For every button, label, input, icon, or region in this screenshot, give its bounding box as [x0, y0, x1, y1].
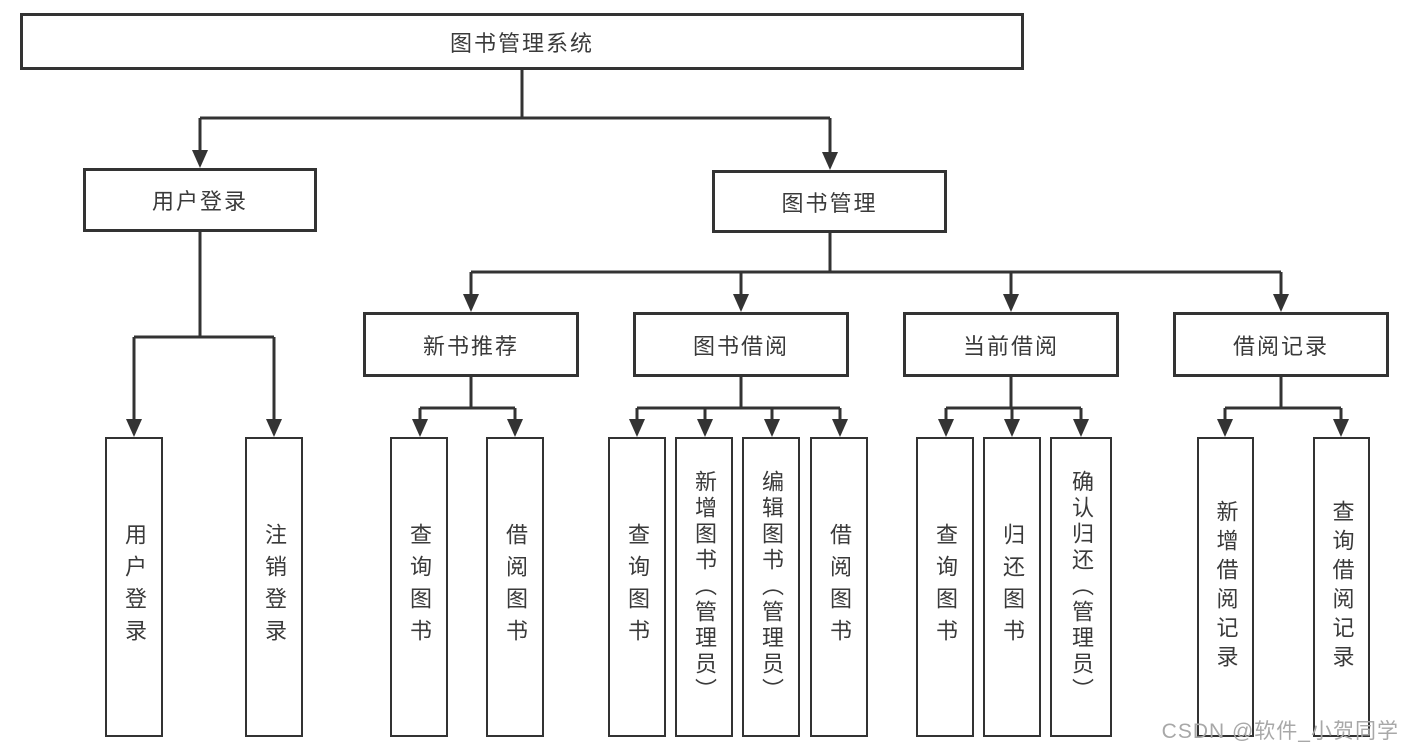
connector-book-mgmt: [469, 233, 1283, 295]
node-borrow-record: 借阅记录: [1173, 312, 1389, 377]
leaf-query-book-borrow: 查询图书: [608, 437, 666, 737]
leaf-borrow-book: 借阅图书: [810, 437, 868, 737]
leaf-edit-book-admin: 编辑图书（管理员）: [742, 437, 800, 737]
leaf-borrow-book-recommend: 借阅图书: [486, 437, 544, 737]
leaf-query-book-recommend: 查询图书: [390, 437, 448, 737]
node-user-login: 用户登录: [83, 168, 317, 232]
node-book-management: 图书管理: [712, 170, 947, 233]
node-root-system: 图书管理系统: [20, 13, 1024, 70]
arrowheads: [126, 150, 1349, 437]
connector-record: [1223, 377, 1343, 420]
connector-current: [944, 377, 1083, 420]
leaf-confirm-return-admin: 确认归还（管理员）: [1050, 437, 1112, 737]
leaf-add-borrow-record: 新增借阅记录: [1197, 437, 1254, 737]
node-new-book-recommend: 新书推荐: [363, 312, 579, 377]
leaf-user-login: 用户登录: [105, 437, 163, 737]
connector-borrow: [635, 377, 842, 420]
connector-root: [198, 70, 832, 153]
csdn-watermark: CSDN @软件_小贺同学: [1161, 720, 1399, 743]
connector-user-login: [132, 232, 276, 420]
node-current-borrow: 当前借阅: [903, 312, 1119, 377]
connector-new-book: [418, 377, 517, 420]
leaf-add-book-admin: 新增图书（管理员）: [675, 437, 733, 737]
leaf-query-borrow-record: 查询借阅记录: [1313, 437, 1370, 737]
leaf-return-book: 归还图书: [983, 437, 1041, 737]
node-book-borrow: 图书借阅: [633, 312, 849, 377]
leaf-query-book-current: 查询图书: [916, 437, 974, 737]
leaf-logout: 注销登录: [245, 437, 303, 737]
